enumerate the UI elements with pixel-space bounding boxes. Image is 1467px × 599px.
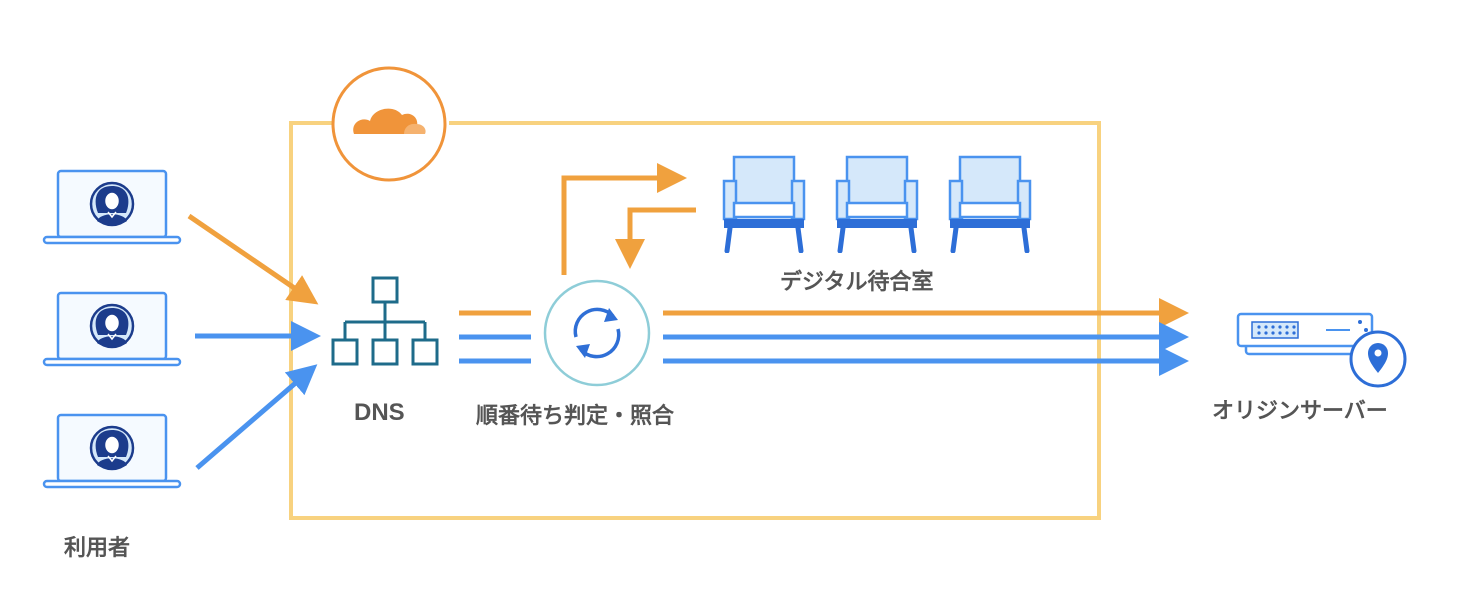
user-laptop-icon xyxy=(42,291,182,367)
users-label: 利用者 xyxy=(64,536,131,561)
dns-label: DNS xyxy=(354,399,405,426)
dns-to-queue-lines xyxy=(459,310,531,364)
arrow-queue-to-waiting-room xyxy=(561,163,687,275)
cloud-icon xyxy=(331,66,447,182)
user-laptop-icon xyxy=(42,169,182,245)
arrow-user1-to-dns xyxy=(187,213,319,305)
arrow-user3-to-dns xyxy=(195,364,318,470)
waiting-room-label: デジタル待合室 xyxy=(780,270,934,295)
chair-icon xyxy=(950,157,1030,251)
queue-label: 順番待ち判定・照合 xyxy=(476,404,675,429)
server-location-icon xyxy=(1236,312,1407,388)
arrow-waiting-room-to-queue xyxy=(615,207,696,269)
user-laptop-icon xyxy=(42,413,182,489)
sync-icon xyxy=(543,279,651,387)
network-hierarchy-icon xyxy=(331,276,439,366)
edge-frame xyxy=(289,121,1101,520)
origin-label: オリジンサーバー xyxy=(1212,399,1388,424)
chair-icon xyxy=(724,157,804,251)
chair-icon xyxy=(837,157,917,251)
